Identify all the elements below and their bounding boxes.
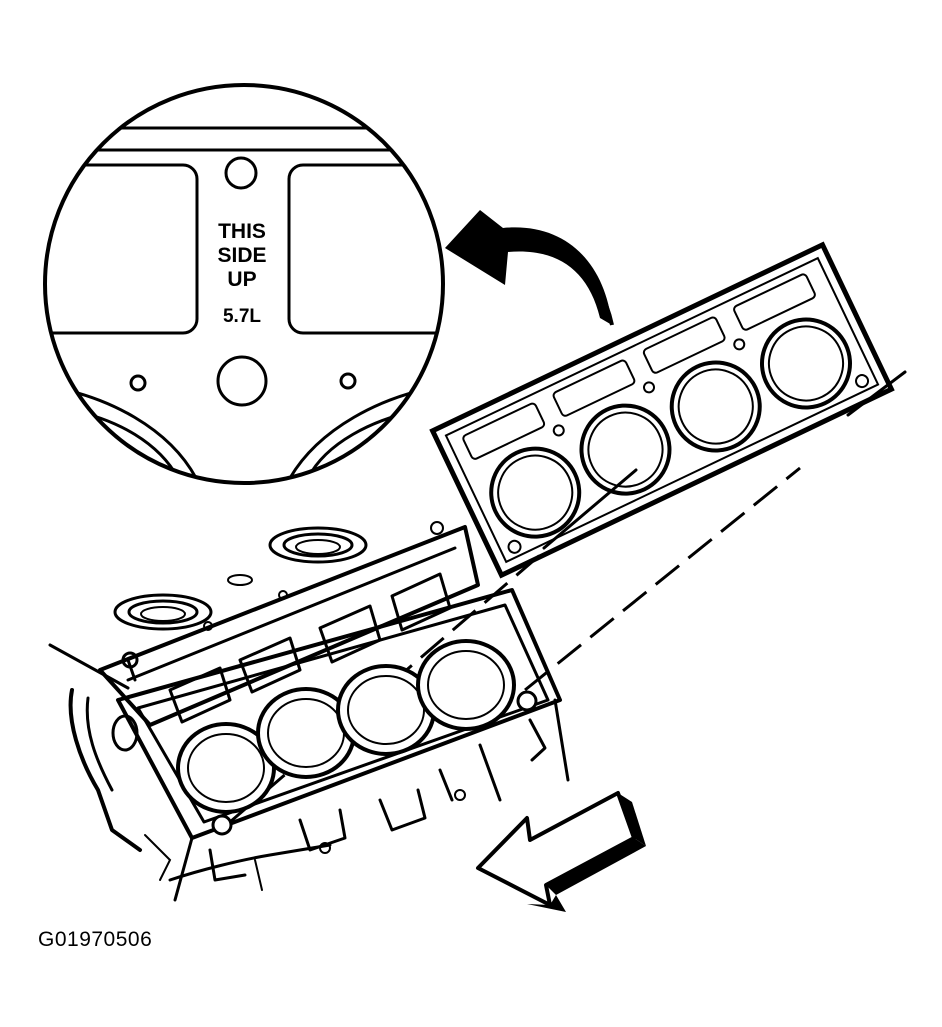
dowel-hole-right [339, 372, 357, 390]
dowel-hole-left [129, 374, 147, 392]
bolt-hole-large [216, 355, 268, 407]
direction-arrow [476, 791, 646, 912]
callout-pointer-arrow [445, 210, 614, 326]
bolt-hole-small [224, 156, 258, 190]
head-gasket [429, 241, 895, 579]
alignment-lines [48, 370, 907, 824]
callout-circle [43, 83, 445, 485]
callout-text-engine: 5.7L [223, 306, 261, 327]
figure-id: G01970506 [38, 928, 153, 951]
magnified-callout: THIS SIDE UP 5.7L [43, 83, 445, 485]
callout-text-up: UP [227, 268, 256, 291]
callout-text-side: SIDE [217, 244, 266, 267]
callout-text-this: THIS [218, 220, 266, 243]
cylinder-head [68, 521, 570, 902]
